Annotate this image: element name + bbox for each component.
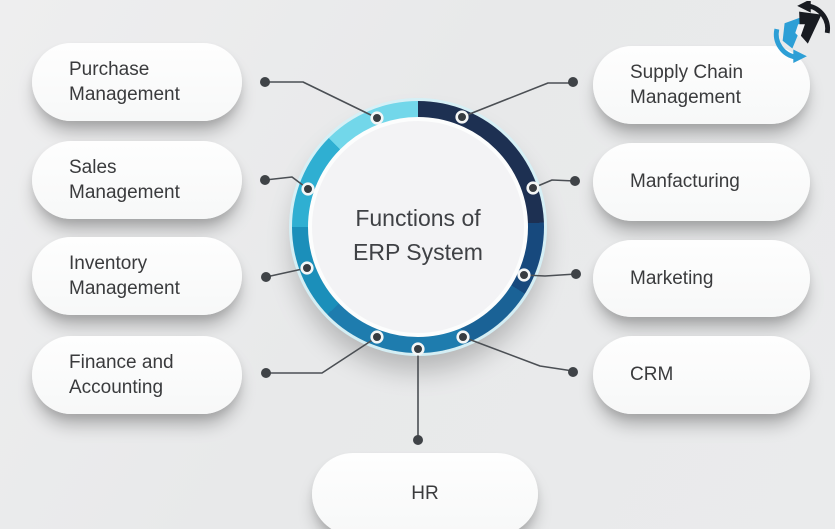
pill-dot-manufacturing [570, 176, 580, 186]
connector-manufacturing [532, 179, 576, 189]
erp-ring-center: Functions of ERP System [308, 117, 528, 337]
pill-dot-supply-chain [568, 77, 578, 87]
pill-dot-crm [568, 367, 578, 377]
connector-supply-chain [461, 82, 574, 118]
connector-crm [462, 336, 574, 372]
pill-dot-purchase [260, 77, 270, 87]
pill-sales-management: Sales Management [32, 141, 242, 219]
connector-finance [265, 336, 378, 374]
pill-purchase-management: Purchase Management [32, 43, 242, 121]
pill-label: Manfacturing [630, 171, 740, 193]
erp-ring: Functions of ERP System [292, 101, 544, 353]
pill-dot-hr [413, 435, 423, 445]
pill-label: Inventory Management [69, 252, 180, 299]
brand-logo-icon [773, 1, 831, 63]
center-title-line2: ERP System [353, 239, 483, 265]
pill-supply-chain-management: Supply Chain Management [593, 46, 810, 124]
pill-label: Marketing [630, 267, 714, 289]
pill-marketing: Marketing [593, 240, 810, 317]
pill-label: HR [411, 483, 439, 505]
pill-crm: CRM [593, 336, 810, 414]
pill-label: Sales Management [69, 156, 180, 203]
pill-manufacturing: Manfacturing [593, 143, 810, 221]
pill-finance-and-accounting: Finance and Accounting [32, 336, 242, 414]
pill-dot-sales [260, 175, 270, 185]
pill-dot-finance [261, 368, 271, 378]
pill-hr: HR [312, 453, 538, 529]
connector-purchase [264, 81, 378, 119]
pill-label: Supply Chain Management [630, 61, 744, 108]
pill-label: CRM [630, 364, 674, 386]
pill-dot-marketing [571, 269, 581, 279]
pill-dot-inventory [261, 272, 271, 282]
center-title-line1: Functions of [355, 205, 481, 231]
pill-label: Purchase Management [69, 58, 180, 105]
pill-inventory-management: Inventory Management [32, 237, 242, 315]
pill-label: Finance and Accounting [69, 351, 174, 398]
